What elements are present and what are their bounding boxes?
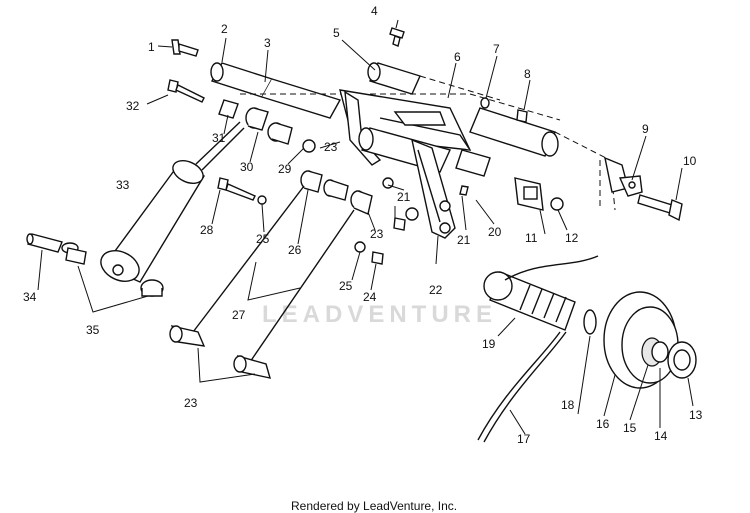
housing [339, 89, 491, 177]
callout-23b: 23 [370, 227, 384, 241]
pulley [603, 291, 697, 389]
callout-18: 18 [561, 398, 575, 412]
callout-6: 6 [454, 50, 461, 64]
callout-14: 14 [654, 429, 668, 443]
rear-tube [210, 62, 421, 119]
callout-7: 7 [493, 42, 500, 56]
bushings [218, 99, 373, 215]
spring-arm [411, 138, 456, 239]
callout-23c: 23 [184, 396, 198, 410]
callout-31: 31 [212, 131, 226, 145]
callout-21a: 21 [397, 190, 411, 204]
bracket [604, 156, 643, 197]
watermark: LEADVENTURE [262, 301, 497, 328]
footer-credit: Rendered by LeadVenture, Inc. [291, 499, 457, 513]
bolt-1 [171, 39, 199, 57]
bolt-28 [217, 177, 267, 205]
callout-21b: 21 [457, 233, 471, 247]
callout-28: 28 [200, 223, 214, 237]
callout-16: 16 [596, 417, 610, 431]
bushings-35 [65, 247, 164, 297]
callout-2: 2 [221, 22, 228, 36]
callout-34: 34 [23, 290, 37, 304]
callout-33: 33 [116, 178, 130, 192]
right-tube [469, 107, 559, 157]
callout-8: 8 [524, 67, 531, 81]
callout-4: 4 [371, 4, 378, 18]
callout-25b: 25 [339, 279, 353, 293]
callout-20: 20 [488, 225, 502, 239]
callout-23a: 23 [324, 140, 338, 154]
callout-24: 24 [363, 290, 377, 304]
rods-27 [169, 185, 355, 383]
washer-18 [583, 309, 597, 335]
callout-35: 35 [86, 323, 100, 337]
callout-29: 29 [278, 162, 292, 176]
callout-25a: 25 [256, 232, 270, 246]
callout-13: 13 [689, 408, 703, 422]
callout-11: 11 [525, 231, 538, 245]
callout-17: 17 [517, 432, 531, 446]
callout-27: 27 [232, 308, 246, 322]
cylinder [100, 121, 245, 283]
callout-19: 19 [482, 337, 496, 351]
callout-9: 9 [642, 122, 649, 136]
bolt-32 [167, 79, 205, 103]
spring [477, 255, 599, 443]
washer-12 [550, 197, 564, 211]
callout-30: 30 [240, 160, 254, 174]
bolt-10 [637, 194, 683, 222]
callout-10: 10 [683, 154, 697, 168]
callout-15: 15 [623, 421, 637, 435]
callout-3: 3 [264, 36, 271, 50]
leaders [37, 19, 694, 435]
small-hardware [354, 27, 528, 265]
callout-5: 5 [333, 26, 340, 40]
callout-32: 32 [126, 99, 140, 113]
plate-11 [514, 177, 544, 211]
callout-26: 26 [288, 243, 302, 257]
callout-12: 12 [565, 231, 579, 245]
callout-22: 22 [429, 283, 443, 297]
callout-1: 1 [148, 40, 155, 54]
callouts: 1 2 3 4 5 6 7 8 9 10 11 12 13 14 15 16 1… [23, 4, 703, 446]
